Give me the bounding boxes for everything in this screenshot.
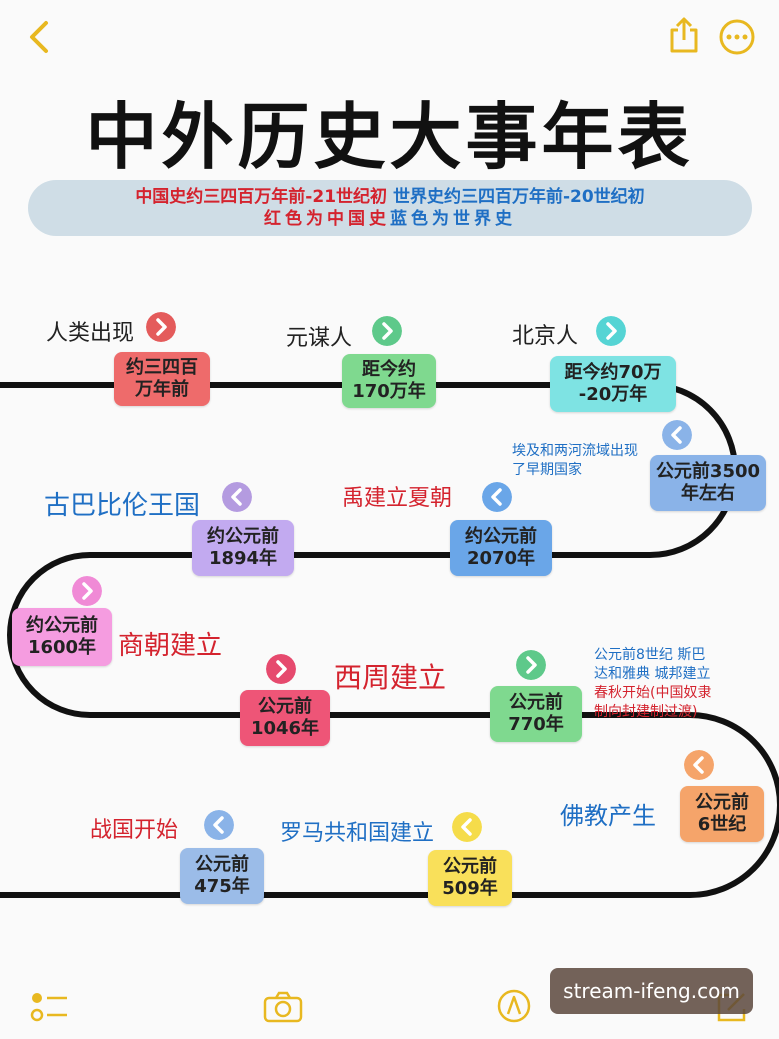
more-icon[interactable]: [718, 18, 756, 56]
chevron-left-icon: [662, 420, 692, 450]
china-range: 中国史约三四百万年前-21世纪初: [135, 187, 388, 207]
event-date-peking-man: 距今约70万-20万年: [550, 356, 676, 412]
event-date-human-appear: 约三四百万年前: [114, 352, 210, 406]
event-label-shang: 商朝建立: [118, 631, 223, 661]
event-label-xia: 禹建立夏朝: [342, 486, 453, 511]
share-icon[interactable]: [668, 16, 700, 54]
event-label-western-zhou: 西周建立: [334, 661, 447, 694]
chevron-left-icon: [204, 810, 234, 840]
chevron-left-icon[interactable]: [26, 20, 52, 54]
event-label-human-appear: 人类出现: [46, 321, 135, 346]
event-label-egypt: 埃及和两河流域出现了早期国家: [512, 443, 638, 478]
chevron-left-icon: [482, 482, 512, 512]
event-label-sparta-athens: 公元前8世纪 斯巴达和雅典 城邦建立: [594, 647, 711, 682]
event-label-roman-republic: 罗马共和国建立: [280, 821, 435, 846]
legend-red: 红色为中国史: [264, 209, 390, 229]
chevron-left-icon: [684, 750, 714, 780]
event-label-peking-man: 北京人: [512, 324, 579, 349]
event-label-babylon: 古巴比伦王国: [44, 491, 201, 521]
chevron-right-icon: [72, 576, 102, 606]
chevron-right-icon: [516, 650, 546, 680]
checklist-icon[interactable]: [30, 990, 70, 1024]
legend-blue: 蓝色为世界史: [390, 209, 516, 229]
subtitle-band: 中国史约三四百万年前-21世纪初 世界史约三四百万年前-20世纪初 红色为中国史…: [28, 180, 752, 236]
pen-icon[interactable]: [496, 988, 532, 1024]
world-range: 世界史约三四百万年前-20世纪初: [392, 187, 645, 207]
page-title: 中外历史大事年表: [85, 95, 694, 179]
event-label-yuanmou: 元谋人: [286, 326, 353, 351]
event-label-buddhism: 佛教产生: [560, 802, 656, 830]
chevron-right-icon: [146, 312, 176, 342]
chevron-left-icon: [222, 482, 252, 512]
chevron-right-icon: [266, 654, 296, 684]
event-label-warring-states: 战国开始: [90, 818, 179, 843]
chevron-right-icon: [596, 316, 626, 346]
watermark: stream-ifeng.com: [550, 968, 753, 1014]
event-label-spring-autumn: 春秋开始(中国奴隶制向封建制过渡): [594, 685, 712, 720]
camera-icon[interactable]: [262, 990, 304, 1024]
chevron-left-icon: [452, 812, 482, 842]
chevron-right-icon: [372, 316, 402, 346]
